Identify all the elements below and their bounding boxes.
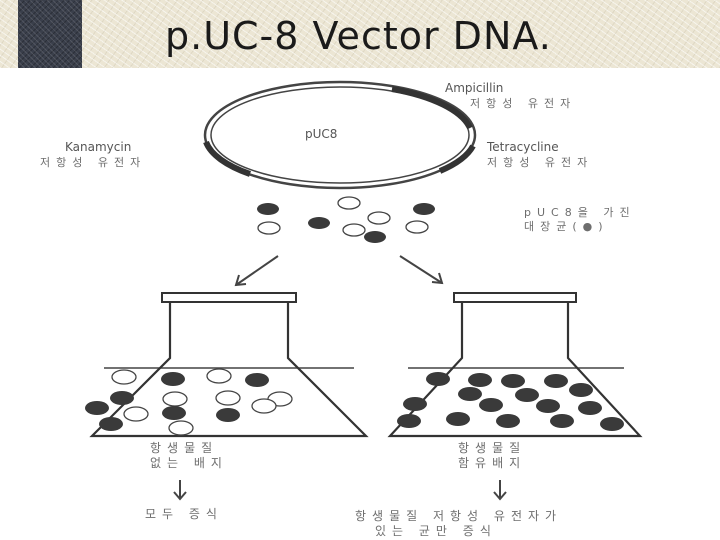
- bacterium-empty: [257, 221, 281, 235]
- bacterium-filled: [110, 391, 134, 405]
- bacterium-filled: [257, 203, 279, 215]
- bacterium-empty: [111, 369, 137, 385]
- bacterium-empty: [168, 420, 194, 436]
- bacterium-filled: [162, 406, 186, 420]
- flask-left-bacteria: [85, 368, 293, 436]
- tetracycline-sublabel: 저항성 유전자: [487, 156, 593, 169]
- flask-right-bacteria: [397, 372, 624, 431]
- bacterium-filled: [364, 231, 386, 243]
- bacterium-filled: [446, 412, 470, 426]
- bacterium-empty: [251, 398, 277, 414]
- bacterium-filled: [479, 398, 503, 412]
- bacterium-empty: [367, 211, 391, 225]
- bacterium-filled: [550, 414, 574, 428]
- bacterium-empty: [342, 223, 366, 237]
- bacterium-empty: [162, 391, 188, 407]
- bacterium-filled: [216, 408, 240, 422]
- title-bar: p.UC-8 Vector DNA.: [0, 0, 720, 68]
- arrow-right: [399, 255, 444, 285]
- bacterium-filled: [496, 414, 520, 428]
- bacterium-empty: [405, 220, 429, 234]
- bacterium-filled: [569, 383, 593, 397]
- puc8-selection-diagram: pUC8 Ampicillin 저항성 유전자 Tetracycline 저항성…: [40, 80, 643, 538]
- bacterium-empty: [215, 390, 241, 406]
- ampicillin-gene-segment: [391, 86, 473, 130]
- arrow-left: [234, 255, 279, 287]
- bacterium-filled: [501, 374, 525, 388]
- ampicillin-label: Ampicillin: [445, 81, 503, 95]
- bacteria-legend-line1: pUC8을 가진: [524, 206, 636, 219]
- arrow-down-right: [493, 480, 507, 501]
- bacteria-legend-line2: 대장균(●): [524, 220, 609, 233]
- bacterium-filled: [397, 414, 421, 428]
- bacterium-filled: [161, 372, 185, 386]
- bacteria-mixture: [257, 196, 435, 243]
- bacterium-empty: [123, 406, 149, 422]
- slide-title: p.UC-8 Vector DNA.: [165, 14, 552, 58]
- flask-right-label-line1: 항생물질: [458, 441, 526, 455]
- bacterium-filled: [578, 401, 602, 415]
- bacterium-filled: [426, 372, 450, 386]
- flask-left-label-line1: 항생물질: [150, 441, 218, 455]
- arrow-down-left: [173, 480, 187, 501]
- flask-right: [387, 292, 643, 438]
- bacterium-filled: [468, 373, 492, 387]
- bacterium-filled: [600, 417, 624, 431]
- bacterium-filled: [413, 203, 435, 215]
- bacterium-filled: [85, 401, 109, 415]
- flask-right-result-line1: 항생물질 저항성 유전자가: [355, 509, 562, 523]
- flask-right-label-line2: 함유배지: [458, 456, 526, 470]
- title-accent-block: [18, 0, 82, 68]
- bacterium-filled: [544, 374, 568, 388]
- bacterium-empty: [206, 368, 232, 384]
- bacterium-filled: [245, 373, 269, 387]
- flask-left-label-line2: 없는 배지: [150, 456, 228, 470]
- bacterium-filled: [458, 387, 482, 401]
- tetracycline-label: Tetracycline: [486, 140, 559, 154]
- bacterium-filled: [515, 388, 539, 402]
- flask-left-result: 모두 증식: [145, 507, 223, 521]
- flask-right-result-line2: 있는 균만 증식: [375, 524, 497, 538]
- tetracycline-gene-segment: [438, 144, 476, 174]
- bacterium-empty: [337, 196, 361, 210]
- bacterium-filled: [99, 417, 123, 431]
- plasmid-circle: [203, 80, 477, 190]
- bacterium-filled: [536, 399, 560, 413]
- bacterium-filled: [308, 217, 330, 229]
- kanamycin-label: Kanamycin: [65, 140, 131, 154]
- kanamycin-gene-segment: [203, 140, 251, 177]
- kanamycin-sublabel: 저항성 유전자: [40, 156, 146, 169]
- plasmid-label: pUC8: [305, 127, 337, 141]
- ampicillin-sublabel: 저항성 유전자: [470, 97, 576, 110]
- bacterium-filled: [403, 397, 427, 411]
